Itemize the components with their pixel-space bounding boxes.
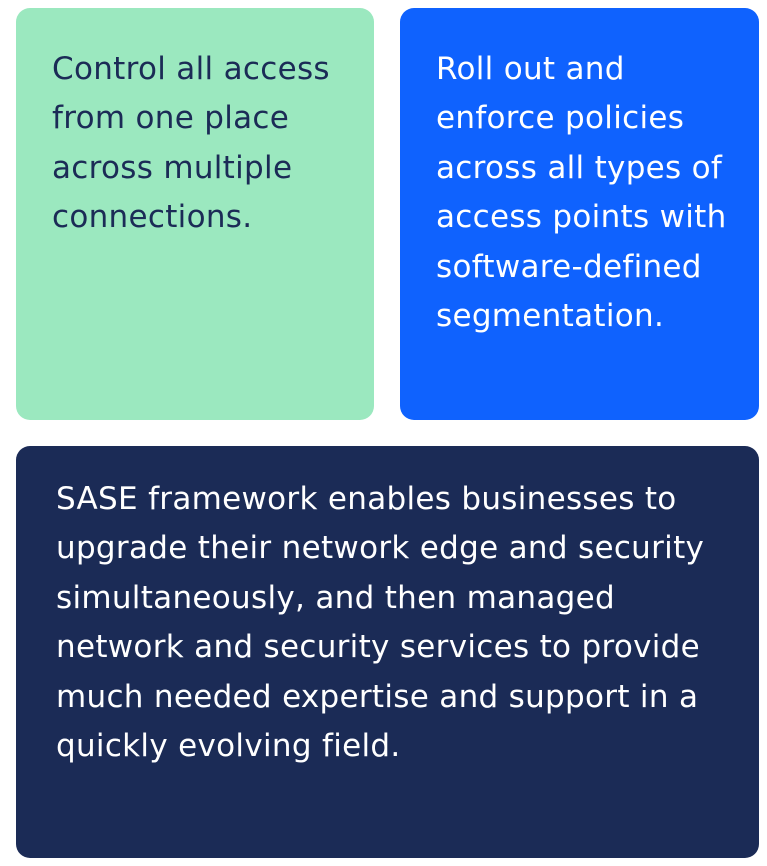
sase-framework-card: SASE framework enables businesses to upg… [16,446,759,858]
sase-framework-text: SASE framework enables businesses to upg… [56,481,705,765]
access-control-text: Control all access from one place across… [52,51,330,236]
policy-enforcement-text: Roll out and enforce policies across all… [436,51,727,335]
policy-enforcement-card: Roll out and enforce policies across all… [400,8,759,420]
access-control-card: Control all access from one place across… [16,8,374,420]
